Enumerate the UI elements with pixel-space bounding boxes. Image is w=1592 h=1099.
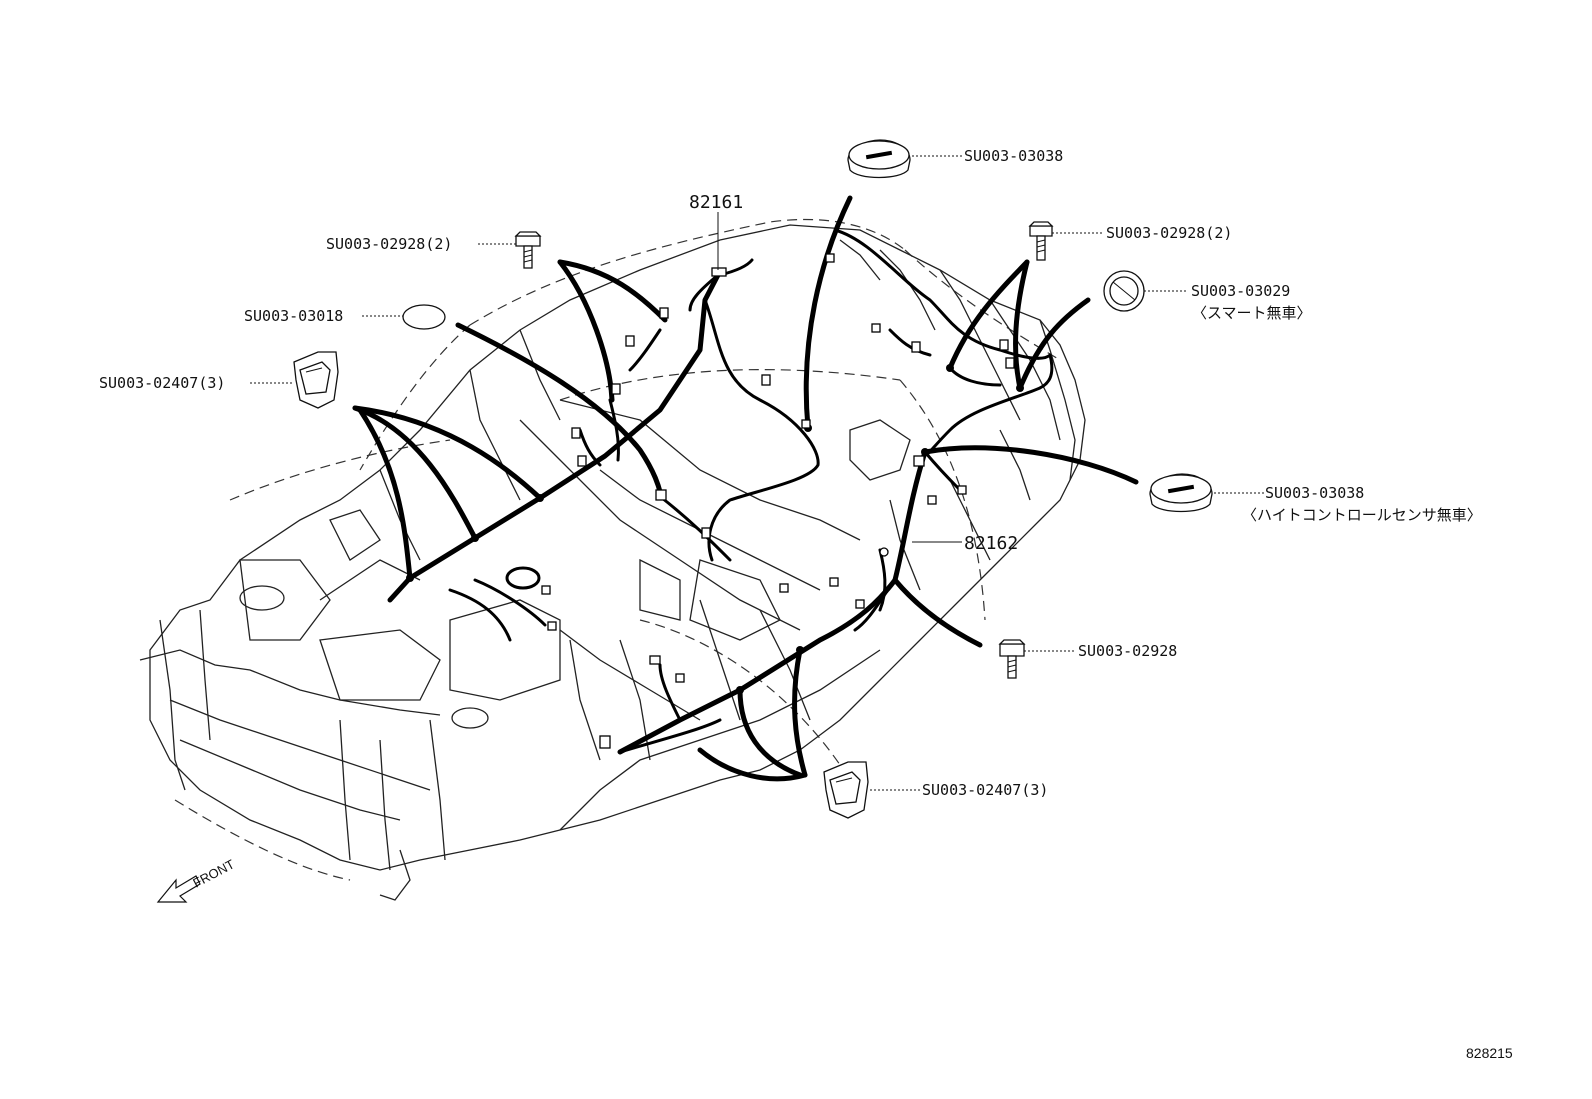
callout-label: SU003-03038 [1265, 484, 1364, 502]
callout-label: SU003-03038 [964, 147, 1063, 165]
clip-icon [293, 351, 339, 409]
leader-lines [250, 155, 1264, 791]
callout-label: SU003-02407(3) [99, 374, 225, 392]
grommet-icon [847, 139, 911, 179]
bolt-icon [1028, 221, 1054, 261]
car-body-outline [139, 218, 1086, 901]
callout-label: SU003-03018 [244, 307, 343, 325]
clip-icon [823, 761, 869, 819]
grommet-ring-icon [1103, 270, 1145, 312]
wire-harness-rear-82162 [617, 228, 1139, 782]
wire-harness-front-82161 [352, 195, 853, 642]
callout-label: SU003-02928 [1078, 642, 1177, 660]
callout-label: SU003-02928(2) [326, 235, 452, 253]
part-number-82162: 82162 [964, 533, 1018, 554]
callout-note: 〈ハイトコントロールセンサ無車〉 [1242, 506, 1482, 524]
plug-icon [402, 304, 446, 330]
callout-label: SU003-03029 [1191, 282, 1290, 300]
bolt-icon [998, 639, 1026, 679]
part-number-82161: 82161 [689, 192, 743, 213]
grommet-icon [1149, 473, 1213, 513]
harness-connectors [541, 253, 1015, 749]
bolt-icon [514, 231, 542, 269]
callout-label: SU003-02928(2) [1106, 224, 1232, 242]
front-arrow-icon [156, 875, 201, 903]
front-direction-label: FRONT [190, 856, 237, 890]
diagram-reference-code: 828215 [1466, 1045, 1513, 1061]
callout-label: SU003-02407(3) [922, 781, 1048, 799]
callout-note: 〈スマート無車〉 [1192, 304, 1312, 322]
